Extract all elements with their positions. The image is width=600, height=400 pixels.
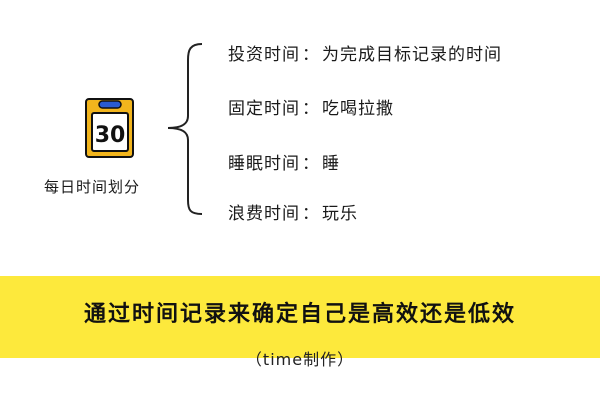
separator: ： (302, 204, 320, 224)
curly-brace (160, 40, 210, 220)
banner-text: 通过时间记录来确定自己是高效还是低效 (83, 302, 516, 327)
category-term: 投资时间 (228, 45, 300, 65)
category-term: 浪费时间 (228, 204, 300, 224)
credit-text: （time制作） (245, 350, 355, 369)
separator: ： (302, 45, 320, 65)
category-desc: 为完成目标记录的时间 (322, 45, 502, 65)
category-desc: 吃喝拉撒 (322, 99, 394, 119)
separator: ： (302, 99, 320, 119)
category-sleep: 睡眠时间：睡 (228, 149, 340, 174)
category-desc: 玩乐 (322, 204, 358, 224)
category-investment: 投资时间：为完成目标记录的时间 (228, 40, 502, 65)
calendar-icon: 30 (84, 96, 136, 160)
svg-text:30: 30 (95, 123, 126, 148)
separator: ： (302, 154, 320, 174)
category-desc: 睡 (322, 154, 340, 174)
calendar-label: 每日时间划分 (44, 178, 141, 196)
category-waste: 浪费时间：玩乐 (228, 199, 358, 224)
highlight-banner (0, 276, 600, 358)
category-fixed: 固定时间：吃喝拉撒 (228, 94, 394, 119)
category-term: 固定时间 (228, 99, 300, 119)
category-term: 睡眠时间 (228, 154, 300, 174)
